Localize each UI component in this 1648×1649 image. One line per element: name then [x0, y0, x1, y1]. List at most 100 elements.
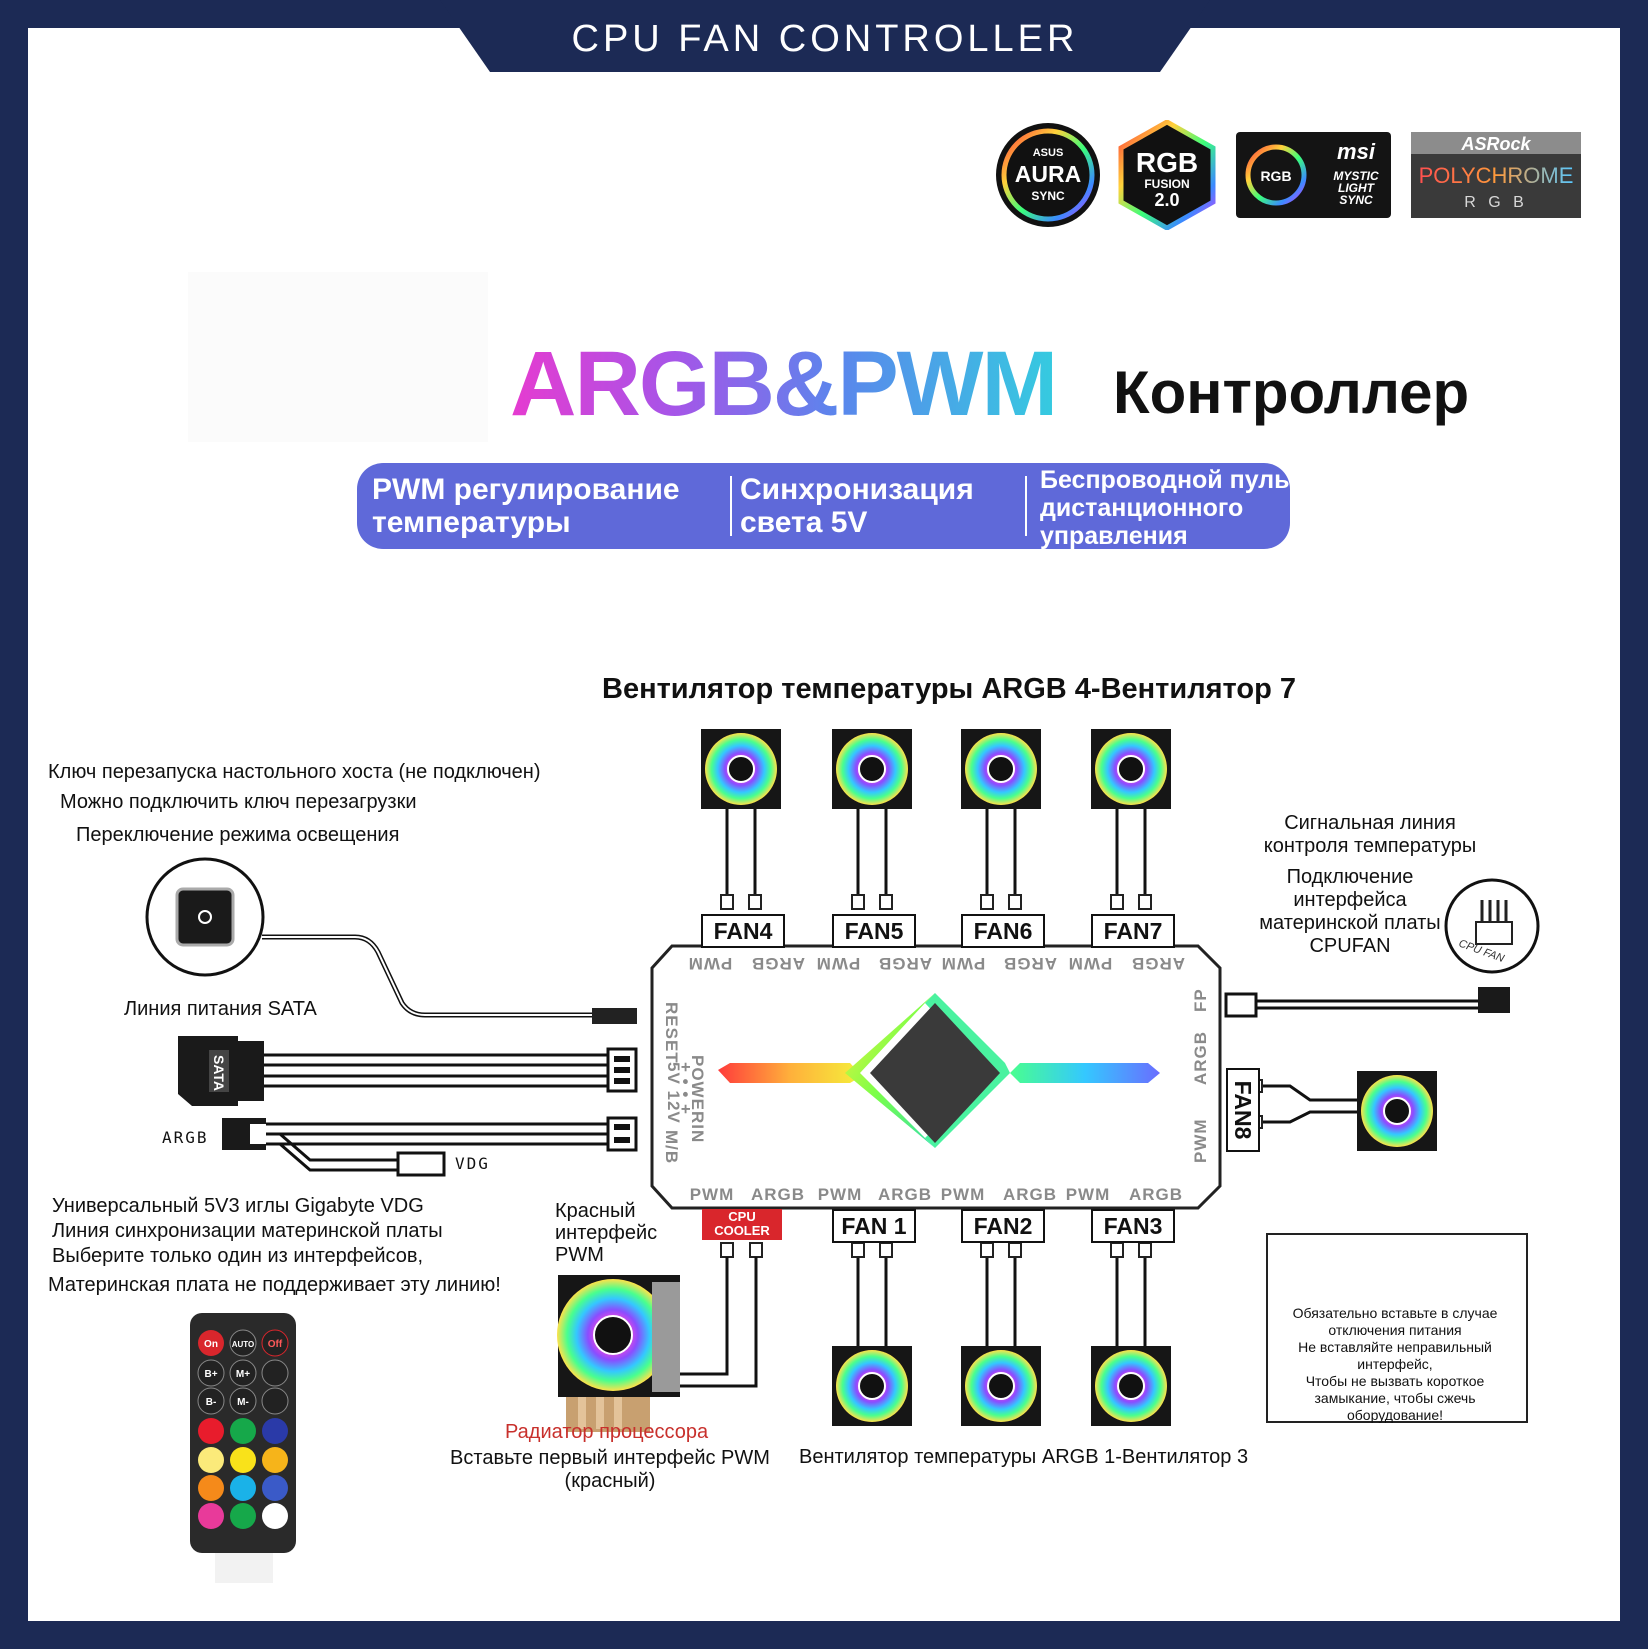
cpu-cooler-tag-line2: COOLER: [714, 1223, 770, 1238]
cpu-cooler: [557, 1275, 680, 1432]
sync-text: SYNC: [1031, 189, 1065, 203]
feature-remote-line1: Беспроводной пульт: [1040, 466, 1300, 494]
cpu-cooler-tag: CPU COOLER: [702, 1209, 782, 1240]
remote-color-red[interactable]: [198, 1418, 224, 1444]
remote-bminus-label: B-: [206, 1397, 217, 1408]
fusion-version-text: 2.0: [1154, 190, 1179, 210]
remote-light-icon[interactable]: [261, 1387, 289, 1415]
msi-brand-text: msi: [1337, 139, 1376, 164]
remote-color-yellow[interactable]: [230, 1447, 256, 1473]
remote-speed-icon[interactable]: [261, 1359, 289, 1387]
remote-color-green[interactable]: [230, 1418, 256, 1444]
remote-on-label: On: [204, 1339, 218, 1350]
msi-sync-text: SYNC: [1339, 193, 1373, 207]
remote-color-blue[interactable]: [262, 1418, 288, 1444]
sync-note-1: Универсальный 5V3 иглы Gigabyte VDG: [52, 1195, 424, 1217]
fan-label-5: FAN5: [832, 914, 916, 948]
remote-color-light-yellow[interactable]: [198, 1447, 224, 1473]
port-mb: M/B: [662, 1130, 681, 1164]
polychrome-rgb-text: R G B: [1464, 194, 1528, 211]
remote-color-white[interactable]: [262, 1503, 288, 1529]
remote-color-indigo[interactable]: [262, 1475, 288, 1501]
remote-mode-up-button[interactable]: [229, 1359, 257, 1387]
title-controller: Контроллер: [1113, 359, 1470, 426]
feature-divider: [730, 476, 732, 536]
remote-mplus-label: M+: [236, 1369, 250, 1380]
port-argb-6: ARGB: [1003, 954, 1057, 973]
fusion-text: FUSION: [1144, 177, 1189, 191]
fan-icon-8: [1356, 1070, 1438, 1152]
insert-pwm-note-line1: Вставьте первый интерфейс PWM: [450, 1447, 770, 1469]
port-argb-3: ARGB: [1129, 1185, 1183, 1204]
fan-label-8: FAN8: [1226, 1068, 1260, 1152]
remote-off-button[interactable]: [261, 1329, 289, 1357]
feature-sync-line1: Синхронизация: [740, 473, 974, 506]
port-argb-1: ARGB: [878, 1185, 932, 1204]
warning-line-2: отключения питания: [1328, 1322, 1462, 1338]
remote-brightness-down-button[interactable]: [197, 1387, 225, 1415]
radiator-label: Радиатор процессора: [505, 1421, 709, 1443]
port-argb-2: ARGB: [1003, 1185, 1057, 1204]
port-power-pins: + • • +: [676, 1062, 695, 1115]
red-interface-note-line2: интерфейс: [555, 1222, 658, 1244]
remote-off-label: Off: [268, 1339, 283, 1350]
reset-note-1: Ключ перезапуска настольного хоста (не п…: [48, 761, 541, 783]
header-tab: [440, 0, 1210, 72]
port-voltage: 5V 12V: [664, 1062, 683, 1124]
header-title: CPU FAN CONTROLLER: [571, 18, 1079, 60]
feature-pwm-line1: PWM регулирование: [372, 473, 680, 506]
rgb-fusion-logo: RGB FUSION 2.0: [1118, 120, 1216, 230]
asus-brand-text: ASUS: [1033, 147, 1064, 159]
fp-plug: [1224, 992, 1258, 1018]
argb-plug: [606, 1116, 638, 1152]
bottom-fan-plugs: [851, 1242, 1152, 1258]
top-fans-title: Вентилятор температуры ARGB 4-Вентилятор…: [602, 673, 1296, 705]
cpufan-note-line1: Подключение: [1286, 866, 1414, 888]
insert-pwm-note: Вставьте первый интерфейс PWM (красный): [440, 1447, 780, 1493]
remote-auto-button[interactable]: [229, 1329, 257, 1357]
cpu-cooler-cables: [680, 1257, 758, 1388]
port-pwm-7: PWM: [1068, 954, 1113, 973]
cpu-cooler-tag-line1: CPU: [728, 1209, 756, 1224]
fan8-cables: [1262, 1084, 1357, 1124]
fan-icon-2: [960, 1345, 1042, 1427]
reset-button-icon: [175, 887, 235, 947]
port-argb-8: ARGB: [1191, 1031, 1210, 1085]
fan-label-7: FAN7: [1091, 914, 1175, 948]
warning-line-6: замыкание, чтобы сжечь: [1314, 1390, 1476, 1406]
feature-divider: [1025, 476, 1027, 536]
remote-color-pink[interactable]: [198, 1503, 224, 1529]
remote-mode-down-button[interactable]: [229, 1387, 257, 1415]
sync-note-2: Линия синхронизации материнской платы: [52, 1220, 443, 1242]
sata-note: Линия питания SATA: [124, 998, 317, 1020]
remote-on-button[interactable]: [198, 1330, 224, 1356]
red-interface-note-line3: PWM: [555, 1244, 604, 1266]
feature-remote-line3: управления: [1040, 522, 1188, 550]
port-pwm-4: PWM: [688, 954, 733, 973]
argb-cable-label: ARGB: [162, 1128, 209, 1147]
fan-label-6: FAN6: [961, 914, 1045, 948]
top-fan-cables: [725, 809, 1147, 895]
cpufan-connector: [1478, 987, 1510, 1013]
remote-color-cyan[interactable]: [230, 1475, 256, 1501]
feature-remote: Беспроводной пульт дистанционного управл…: [1040, 466, 1300, 550]
insert-pwm-note-line2: (красный): [564, 1470, 656, 1492]
remote-color-orange[interactable]: [198, 1475, 224, 1501]
remote-color-amber[interactable]: [262, 1447, 288, 1473]
fan-label-3: FAN3: [1091, 1209, 1175, 1243]
sync-note-4: Материнская плата не поддерживает эту ли…: [48, 1274, 501, 1296]
port-reset: RESET: [662, 1002, 681, 1064]
remote-brightness-up-button[interactable]: [197, 1359, 225, 1387]
remote-color-green-2[interactable]: [230, 1503, 256, 1529]
top-fan-plugs: [720, 894, 1152, 910]
feature-sync-line2: света 5V: [740, 506, 868, 539]
fan-label-1: FAN 1: [832, 1209, 916, 1243]
signal-note-line2: контроля температуры: [1263, 835, 1477, 857]
warning-line-5: Чтобы не вызвать короткое: [1305, 1373, 1485, 1389]
controller-chip: [870, 1003, 1000, 1143]
vdg-cable-label: VDG: [455, 1154, 490, 1173]
light-text: LIGHT: [1338, 181, 1376, 195]
feature-remote-line2: дистанционного: [1040, 494, 1244, 522]
fan-icon-3: [1090, 1345, 1172, 1427]
